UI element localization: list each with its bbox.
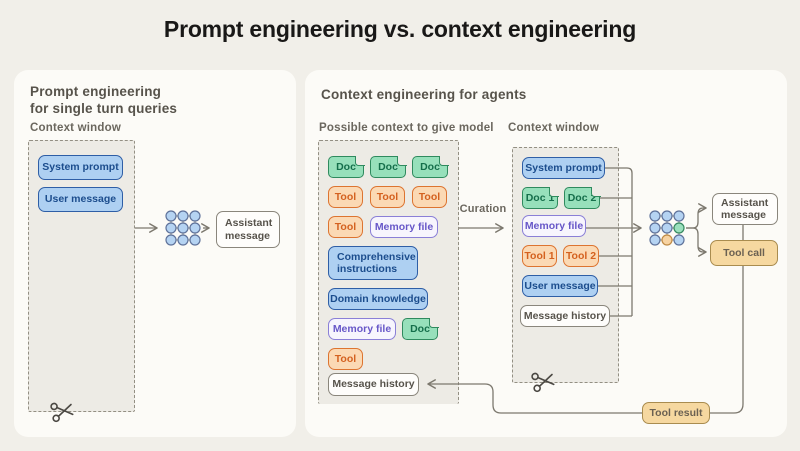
pool-memory-file-chip: Memory file [370,216,438,238]
message-history-label: Message history [523,309,607,322]
tool-label: Tool [376,190,399,203]
pool-tool-chip: Tool [328,348,363,370]
tool-label: Tool 2 [565,249,597,262]
cw-user-message-chip: User message [522,275,598,297]
memory-file-label: Memory file [524,219,584,232]
tool-label: Tool [334,352,357,365]
tool-label: Tool [418,190,441,203]
doc-label: Doc [420,160,440,173]
scissors-icon [50,402,74,423]
comprehensive-instructions-chip: Comprehensive instructions [328,246,418,280]
assistant-message-label: Assistant message [721,196,769,221]
message-history-label: Message history [332,378,415,391]
system-prompt-label: System prompt [525,161,602,174]
pool-tool-chip: Tool [328,216,363,238]
memory-file-label: Memory file [374,220,434,233]
pool-tool-chip: Tool [328,186,363,208]
neural-network-icon [165,210,201,246]
right-panel-heading: Context engineering for agents [321,87,527,102]
left-context-window-label: Context window [30,122,121,134]
cw-system-prompt-chip: System prompt [522,157,605,179]
user-message-chip: User message [38,187,123,212]
tool-call-box: Tool call [710,240,778,266]
memory-file-label: Memory file [332,322,392,335]
page-title: Prompt engineering vs. context engineeri… [163,16,637,42]
tool-call-label: Tool call [723,246,765,259]
comprehensive-instructions-label: Comprehensive instructions [337,250,416,275]
pool-doc-chip: Doc [328,155,365,178]
left-context-window-box [28,140,135,412]
cw-tool2-chip: Tool 2 [563,245,599,267]
system-prompt-label: System prompt [42,161,119,174]
scissors-icon [531,372,555,393]
tool-label: Tool [334,190,357,203]
domain-knowledge-label: Domain knowledge [330,292,426,305]
prompt-engineering-panel: Prompt engineering for single turn queri… [14,70,296,437]
cw-tool1-chip: Tool 1 [522,245,557,267]
cw-doc2-chip: Doc 2 [564,186,601,209]
left-panel-heading-line2: for single turn queries [30,101,178,116]
curation-label: Curation [459,203,507,215]
user-message-label: User message [524,279,596,292]
cw-doc1-chip: Doc 1 [522,186,559,209]
pool-doc-chip: Doc [370,155,407,178]
assistant-message-box: Assistant message [712,193,778,225]
tool-result-box: Tool result [642,402,710,424]
cw-memory-file-chip: Memory file [522,215,586,237]
pool-doc-chip: Doc [402,317,439,340]
pool-memory-file-chip: Memory file [328,318,396,340]
system-prompt-chip: System prompt [38,155,123,180]
cw-message-history-chip: Message history [520,305,610,327]
neural-network-icon [649,210,685,246]
pool-tool-chip: Tool [370,186,405,208]
doc-label: Doc [336,160,356,173]
tool-label: Tool [334,220,357,233]
domain-knowledge-chip: Domain knowledge [328,288,428,310]
doc-label: Doc [378,160,398,173]
assistant-message-box: Assistant message [216,211,280,248]
tool-result-label: Tool result [649,406,703,419]
pool-message-history-chip: Message history [328,373,419,396]
doc-label: Doc [410,322,430,335]
context-engineering-panel: Context engineering for agents Possible … [305,70,787,437]
pool-tool-chip: Tool [412,186,447,208]
user-message-label: User message [44,193,117,206]
pool-label: Possible context to give model [319,122,494,134]
doc-label: Doc 1 [525,191,555,204]
right-context-window-label: Context window [508,122,599,134]
assistant-message-label: Assistant message [225,217,273,242]
doc-label: Doc 2 [567,191,597,204]
tool-label: Tool 1 [524,249,555,262]
left-panel-heading-line1: Prompt engineering [30,84,162,99]
pool-doc-chip: Doc [412,155,449,178]
